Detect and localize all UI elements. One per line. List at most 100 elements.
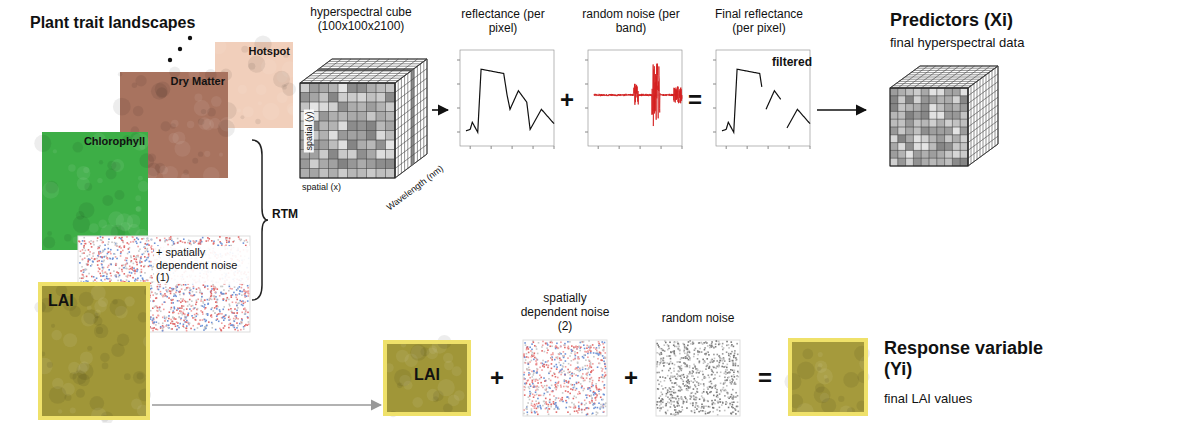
noise-speck — [83, 245, 85, 247]
noise-speck — [203, 329, 205, 331]
noise-speck — [238, 236, 240, 238]
noise-speck — [172, 321, 174, 323]
noise-speck — [170, 291, 172, 293]
noise-speck — [180, 240, 182, 242]
noise-speck — [241, 291, 243, 293]
noise-speck — [144, 256, 146, 258]
texture-spot — [194, 100, 210, 116]
noise-speck — [106, 257, 108, 259]
texture-spot — [218, 120, 235, 137]
noise-speck — [85, 269, 87, 271]
noise-speck — [202, 319, 204, 321]
noise-speck — [98, 246, 100, 248]
noise-speck — [220, 292, 222, 294]
noise-speck — [222, 286, 224, 288]
noise-speck — [234, 329, 236, 331]
noise-speck — [134, 239, 136, 241]
noise-speck — [164, 316, 166, 318]
noise-speck — [112, 258, 114, 260]
noise-speck — [187, 322, 189, 324]
noise-speck — [234, 286, 236, 288]
noise-speck — [243, 303, 245, 305]
noise-speck — [110, 263, 112, 265]
noise-speck — [148, 255, 150, 257]
noise-speck — [236, 305, 238, 307]
noise-speck — [185, 318, 187, 320]
noise-speck — [233, 292, 235, 294]
noise-speck — [216, 288, 218, 290]
noise-speck — [167, 320, 169, 322]
noise-speck — [148, 244, 150, 246]
noise-speck — [222, 298, 224, 300]
noise-speck — [134, 273, 136, 275]
noise-speck — [176, 321, 178, 323]
noise-speck — [167, 327, 169, 329]
noise-speck — [85, 250, 87, 252]
noise-speck — [189, 299, 191, 301]
noise-speck — [226, 237, 228, 239]
noise-speck — [92, 255, 94, 257]
noise-speck — [97, 237, 99, 239]
noise-speck — [184, 316, 186, 318]
noise-speck — [239, 286, 241, 288]
noise-speck — [233, 327, 235, 329]
noise-speck — [170, 322, 172, 324]
noise-speck — [195, 315, 197, 317]
noise-speck — [132, 277, 134, 279]
noise-speck — [206, 324, 208, 326]
noise-speck — [179, 294, 181, 296]
noise-speck — [116, 243, 118, 245]
noise-speck — [162, 322, 164, 324]
noise-speck — [209, 298, 211, 300]
noise-speck — [117, 249, 119, 251]
noise-speck — [160, 326, 162, 328]
noise-speck — [179, 291, 181, 293]
noise-speck — [136, 242, 138, 244]
noise-speck — [100, 275, 102, 277]
texture-spot — [53, 149, 57, 153]
noise-speck — [229, 237, 231, 239]
noise-speck — [241, 294, 243, 296]
noise-speck — [125, 265, 127, 267]
noise-speck — [108, 241, 110, 243]
noise-speck — [236, 327, 238, 329]
noise-speck — [81, 277, 83, 279]
noise-speck — [125, 268, 127, 270]
noise-speck — [110, 263, 112, 265]
noise-speck — [228, 327, 230, 329]
noise-speck — [215, 291, 217, 293]
noise-speck — [221, 292, 223, 294]
noise-speck — [158, 289, 160, 291]
noise-speck — [124, 259, 126, 261]
noise-speck — [164, 241, 166, 243]
texture-spot — [262, 103, 279, 120]
noise-speck — [156, 293, 158, 295]
noise-speck — [211, 299, 213, 301]
noise-speck — [90, 240, 92, 242]
noise-speck — [153, 300, 155, 302]
noise-speck — [186, 320, 188, 322]
noise-speck — [116, 258, 118, 260]
noise-speck — [137, 269, 139, 271]
noise-speck — [215, 329, 217, 331]
noise-speck — [194, 241, 196, 243]
noise-speck — [236, 299, 238, 301]
noise-speck — [228, 324, 230, 326]
noise-speck — [129, 272, 131, 274]
noise-speck — [190, 305, 192, 307]
noise-speck — [102, 270, 104, 272]
texture-spot — [73, 142, 84, 153]
noise-speck — [198, 323, 200, 325]
noise-speck — [141, 238, 143, 240]
noise-speck — [84, 243, 86, 245]
noise-speck — [201, 293, 203, 295]
noise-speck — [183, 305, 185, 307]
noise-speck — [159, 309, 161, 311]
noise-speck — [146, 240, 148, 242]
noise-speck — [196, 299, 198, 301]
noise-speck — [141, 254, 143, 256]
noise-speck — [211, 307, 213, 309]
noise-speck — [229, 238, 231, 240]
noise-speck — [202, 301, 204, 303]
texture-spot — [198, 117, 211, 130]
